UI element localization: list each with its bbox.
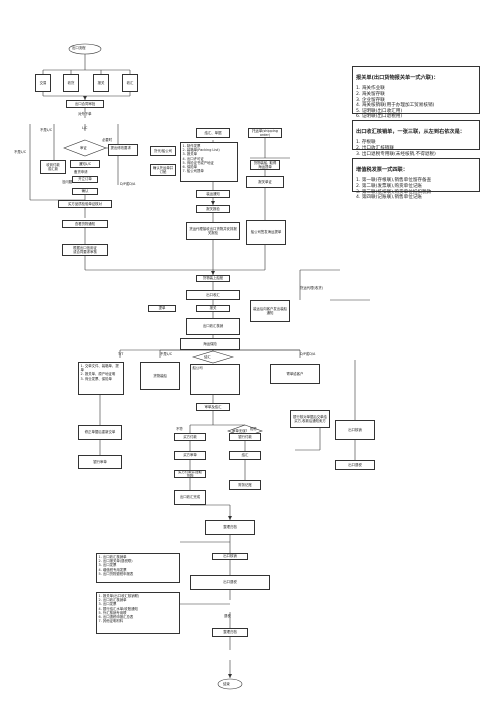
spacer2: [370, 290, 373, 292]
panel-verification-items: 1. 存根联 2. 出口收汇核销联 3. 出口退税专用联(未经核销,不得退税): [356, 140, 436, 157]
panel-vat-title: 增值税发票一式四联：: [356, 166, 408, 173]
doc-list-left: 1. 交单文件、装箱单、提单 2. 报关单、原产地证明 3. 商业发票、保险单: [78, 362, 124, 395]
panel-verification-title: 出口收汇核销单，一张三联，从左到右依次是：: [356, 128, 465, 135]
contract-approval: 出口合同审批: [66, 100, 104, 108]
ok-label: 相符: [250, 427, 257, 431]
panel-vat-items: 1. 第一联(存根联),销售单位留存备查 2. 第二联(发票联),购货单位记账 …: [356, 178, 432, 201]
panel-customs-title: 报关单(出口货物报关单一式六联)：: [356, 74, 439, 81]
collect-box: 收汇: [122, 74, 138, 92]
receive-fund-box: 收到付款 或汇款: [40, 160, 66, 174]
panel-verification-sheet: 出口收汇核销单，一张三联，从左到右依次是： 1. 存根联 2. 出口收汇核销联 …: [352, 120, 480, 157]
not-lc-label-2: 不是L/C: [14, 150, 27, 154]
verify-side-box: 出口核销: [335, 420, 375, 440]
bottom-list: 1. 出口收汇核销单 2. 出口报关单(退税联) 3. 出口发票 4. 增值税专…: [96, 553, 180, 583]
settle-left-box: 买方付款并提取货物: [174, 470, 206, 478]
not-lc-label: 不是L/C: [40, 128, 53, 132]
send-client-box: 寄单给客户: [270, 364, 320, 384]
booking-list: 1. 制作发票 2. 装箱单(Packing List) 3. 报关单 4. 出…: [180, 142, 238, 182]
lc-ok-label: 没问题: [62, 180, 73, 184]
arrange-goods-box: 开立订单: [72, 176, 98, 183]
ship-batch-label: 货运代理(收货): [300, 286, 323, 290]
after-check-box: 银行核对单据后交单给买方,收款后通知卖方: [290, 410, 330, 428]
bill-lading-box: 提单: [148, 305, 176, 312]
buyer-check-box: 买方审单: [174, 451, 206, 460]
settle-box: 结汇: [229, 451, 261, 460]
ship-ok-box: 货物装船, 取得海运提单: [250, 160, 280, 170]
tax-refund-box: 出口退税: [190, 575, 270, 590]
trade-box: 交易: [35, 74, 51, 92]
lc-label: L/C: [82, 126, 88, 130]
amend-when-label: 必要时: [102, 138, 113, 142]
docs-check-box: 审单及结汇: [196, 403, 230, 411]
fix-docs-box: 修正单据后重新交单: [78, 425, 122, 440]
open-lc-box: 通知L/C: [70, 160, 100, 168]
ship-agent-box: 货物装船: [140, 362, 180, 390]
dp-da-label: D/P或D/A: [120, 182, 136, 186]
archive-box: 整理归档: [205, 520, 255, 535]
ship-notice-box: 装运通知: [196, 190, 230, 198]
doc-prepare-label: 结汇: [204, 355, 211, 359]
buyer-pay-box: 买方付款: [174, 433, 206, 441]
customs-doc-box: 报关单证: [246, 176, 284, 188]
refund-label: 退税: [224, 614, 231, 618]
order-label: 对外下单: [78, 112, 92, 116]
start-node: 出口流程: [72, 46, 86, 50]
finance-box: 财务记账: [229, 480, 261, 490]
panel-customs-declaration: 报关单(出口货物报关单一式六联)： 1. 海关作业联 2. 海关留存联 3. 企…: [352, 66, 480, 119]
panel-customs-items: 1. 海关作业联 2. 海关留存联 3. 企业留存联 4. 海关核销联(用于办理…: [356, 86, 435, 120]
declare-box: 报关: [196, 305, 230, 312]
booking-head-box: 货代/船公司: [150, 146, 176, 156]
notify-delivery-label: 备货申请: [74, 170, 88, 174]
export-confirm-box: 查看货物通知: [62, 220, 108, 228]
bank-pay-box: 银行付款: [229, 433, 261, 441]
bank-check-box: 银行审单: [78, 455, 122, 469]
settle-mid-box: 出口收汇完成: [174, 490, 206, 505]
archive-final-box: 整理归档: [212, 628, 248, 637]
verify-box: 出口核销: [212, 553, 248, 560]
cargo-loaded-box: 货物装上船舶: [196, 275, 230, 282]
tax-refund-side-box: 出口退税: [335, 460, 375, 470]
settle-cert-box: 出口收汇核销: [186, 318, 240, 335]
amend-box: 提出修改要求: [108, 144, 138, 156]
tt-label: T/T: [118, 352, 124, 356]
confirm-docs-box: 根据出口信用证 或合同要求审核: [62, 244, 108, 256]
shipping-order-box: 托运单(shipping order): [248, 128, 282, 138]
pack-check-box: 买方品质检验单证核对: [58, 200, 112, 208]
insurance-box: 海运保险: [180, 338, 240, 350]
receive-box: 收货: [63, 74, 79, 92]
check-q-label: 审单无误?: [232, 429, 248, 433]
end-node: 结束: [223, 682, 230, 686]
pay-da-label: D/P或D/A: [300, 352, 316, 356]
reject-label: 不符: [176, 427, 183, 431]
dock-box: 船公司: [190, 364, 240, 395]
bottom-docs: 1. 报关单(出口收汇核销联) 2. 出口收汇核销单 3. 出口发票 4. 银行…: [96, 592, 180, 634]
after-ship-box: 装运后向客户发出装船通知: [250, 300, 290, 322]
spacer: [180, 310, 186, 312]
ship-approval-box: 确认: [72, 188, 98, 195]
no-lc-label: 不是L/C: [160, 352, 173, 356]
customs-box: 报关: [93, 74, 109, 92]
panel-vat-invoice: 增值税发票一式四联： 1. 第一联(存根联),销售单位留存备查 2. 第二联(发…: [352, 158, 480, 200]
export-pay-box: 出口收汇: [186, 290, 240, 300]
receive-goods-box: 船公司签发海运提单: [246, 220, 286, 245]
settle-docs-box: 结汇、单据: [196, 128, 230, 138]
booking-side-box: 确认托运单并订舱: [150, 164, 176, 176]
customs-dec-box: 报关报检: [196, 205, 230, 213]
receive-sched-box: 货运代理接收出口货物并安排报关报检: [186, 222, 240, 240]
review-diamond-label: 审证: [80, 146, 87, 150]
